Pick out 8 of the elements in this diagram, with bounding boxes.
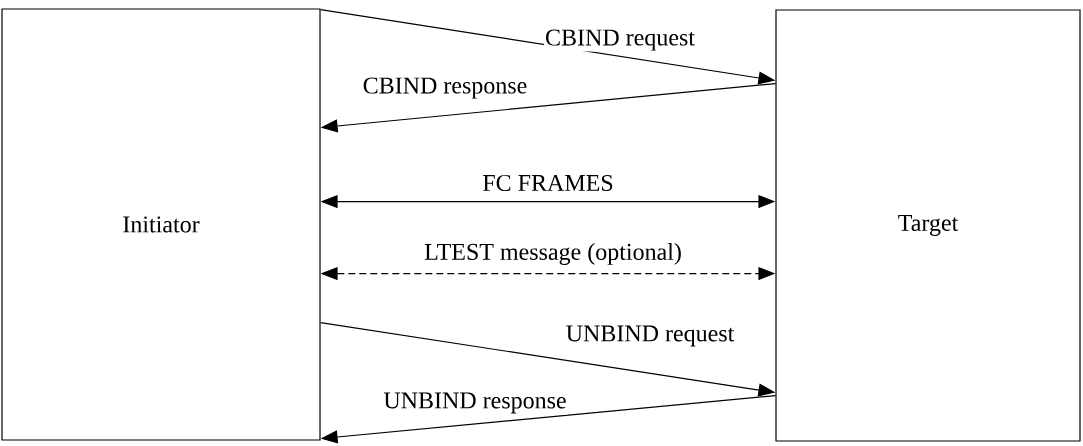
edge-label: CBIND request [544, 28, 696, 52]
entity-box: Initiator [1, 8, 321, 441]
edge-label: FC FRAMES [481, 173, 615, 193]
entity-box: Target [775, 9, 1081, 442]
edge-label: UNBIND request [564, 324, 736, 348]
edge-label: LTEST message (optional) [423, 242, 683, 266]
edge-label: CBIND response [361, 76, 529, 100]
edge-label: UNBIND response [382, 391, 568, 415]
